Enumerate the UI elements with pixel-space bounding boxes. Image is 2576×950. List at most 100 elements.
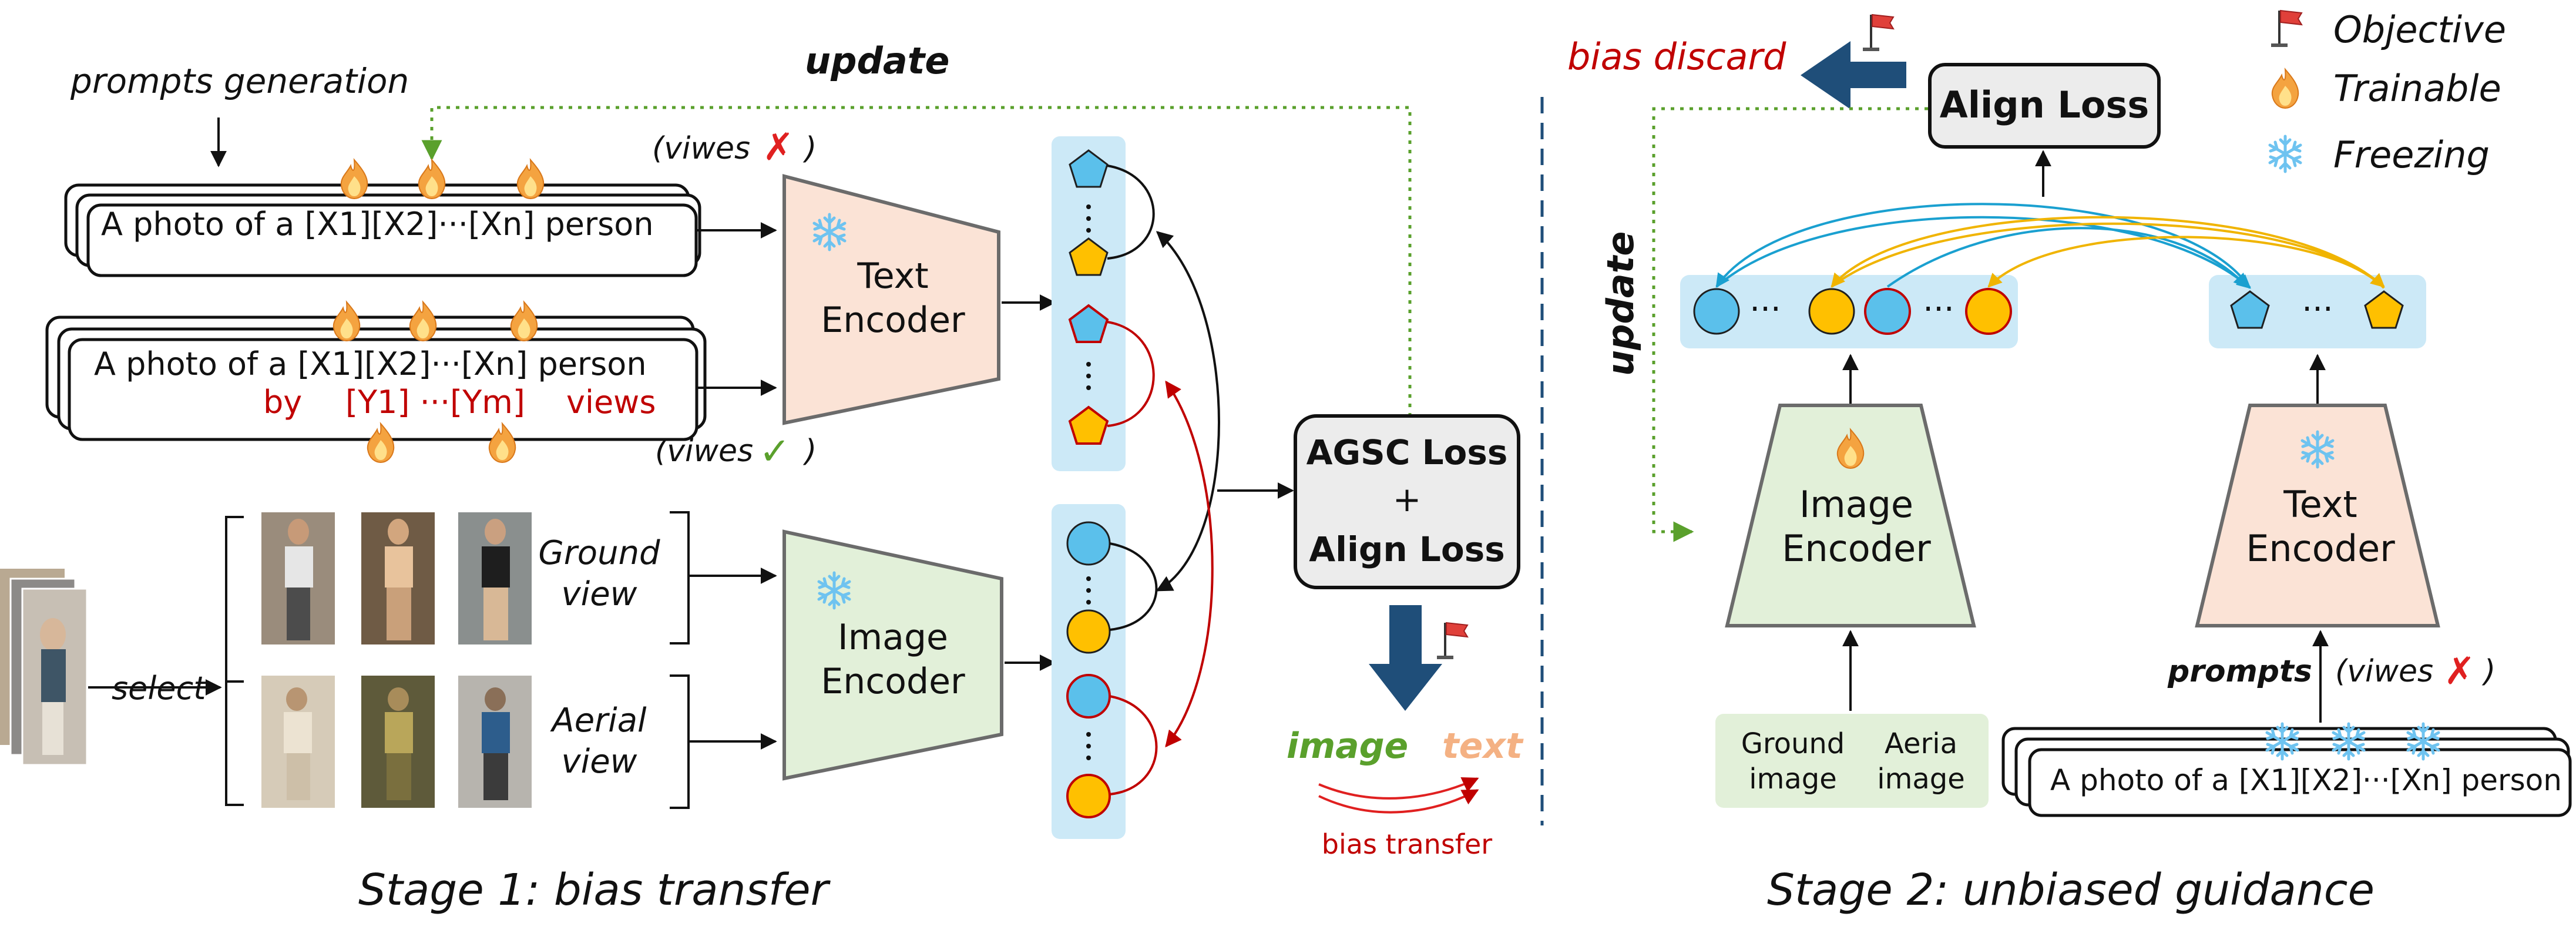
legend-trainable: Trainable [2333,67,2501,110]
stage2-views-no-label: (viwes [2335,654,2433,689]
image-token-bar [1052,504,1126,839]
align-link-cyan [1715,216,2251,289]
views-yes-mark: ✓ [759,430,791,474]
vertical-ellipsis [1086,576,1091,605]
stage2-image-encoder [1725,404,1976,627]
text-word: text [1442,726,1524,767]
views-yes-label: (viwes [655,434,753,469]
align-link-gold [1831,216,2385,289]
stage2-views-no-mark: ✗ [2444,650,2476,693]
prompt2-line1: A photo of a [X1][X2]···[Xn] person [94,345,647,382]
freezing-snowflake-icon [2270,136,2300,172]
stage2-text-token-bar [2209,275,2426,348]
trainable-flame-icon [2271,69,2299,109]
ground-view-image [458,512,532,644]
aerial-image-line2: image [1877,763,1965,795]
views-yes-close: ) [802,434,817,469]
prompts-generation-label: prompts generation [70,61,409,101]
stage2-prompt-text: A photo of a [X1][X2]···[Xn] person [2050,763,2562,797]
prompt2-by: by [263,384,302,421]
trainable-flame-icon [418,159,446,199]
stage2-update-path [1652,107,1928,542]
align-link-gold [1987,236,2385,289]
stage2-image-encoder-line1: Image [1799,483,1913,526]
stage2-image-input-box [1715,714,1989,808]
objective-flag-icon [1436,622,1469,660]
stage1-update-label: update [805,39,949,82]
cross-modal-arrow [1156,231,1220,592]
stage2-align-loss-label: Align Loss [1940,83,2150,126]
aerial-view-image [361,676,435,808]
vertical-ellipsis [1086,732,1091,760]
stage2-views-no-close: ) [2481,654,2496,689]
stage2-prompt-stack: A photo of a [X1][X2]···[Xn] person [2001,727,2572,817]
aerial-image-line1: Aeria [1885,727,1957,760]
align-link-cyan [1715,203,2251,289]
stage1-loss-line1: AGSC Loss [1307,432,1508,472]
image-word: image [1287,726,1408,767]
aerial-view-bracket [670,674,690,809]
image-feature-circle [1066,774,1111,818]
trainable-flame-icon [409,301,437,341]
legend-objective: Objective [2333,8,2506,51]
trainable-flame-icon [333,301,361,341]
stage2-image-feature-circle [1693,288,1740,335]
stage1-image-encoder-line2: Encoder [821,661,965,702]
stage2-image-feature-circle [1965,288,2012,335]
stage2-image-encoder-line2: Encoder [1782,527,1931,570]
bias-transfer-arrow [1318,789,1479,814]
bias-discard-label: bias discard [1567,35,1786,78]
stage1-loss-line3: Align Loss [1309,529,1505,569]
trainable-flame-icon [516,159,545,199]
objective-flag-icon [1862,14,1895,52]
stage1-image-encoder-line1: Image [838,617,948,658]
aerial-view-line2: view [562,743,637,781]
select-bracket [225,516,244,806]
vertical-ellipsis [1086,204,1091,233]
horizontal-ellipsis: ··· [1923,290,1954,328]
stage2-align-loss-box [1928,63,2161,149]
stage1-text-encoder-line2: Encoder [821,300,965,341]
ground-view-line1: Ground [538,534,660,572]
cross-modal-arrow [1165,380,1214,748]
objective-down-arrow [1369,605,1442,711]
stage2-text-encoder-line1: Text [2283,483,2357,526]
vertical-ellipsis [1086,362,1091,390]
text-token-bar [1052,136,1126,471]
image-feature-circle [1066,521,1111,566]
ground-image-line1: Ground [1741,727,1845,760]
trainable-flame-icon [340,159,368,199]
horizontal-ellipsis: ··· [1749,290,1781,328]
prompt2-stack: A photo of a [X1][X2]···[Xn] person by [… [45,315,707,441]
trainable-flame-icon [510,301,538,341]
text-feature-pentagon [1068,304,1109,343]
ground-view-line2: view [562,575,637,613]
legend-freezing: Freezing [2333,133,2490,176]
stage1-text-encoder-line1: Text [857,256,928,297]
prompt1-stack: A photo of a [X1][X2]···[Xn] person [64,183,701,277]
align-link-gold [1831,222,2385,288]
ground-view-image [261,512,335,644]
align-link-cyan [1886,227,2248,288]
objective-flag-icon [2270,9,2303,48]
ground-view-bracket [670,511,690,644]
image-feature-circle [1066,674,1111,719]
stage1-title: Stage 1: bias transfer [358,865,831,915]
horizontal-ellipsis: ··· [2302,290,2333,328]
text-pair-link [1107,321,1155,427]
stage2-prompts-label: prompts [2167,654,2312,689]
image-pair-link [1109,695,1158,795]
prompt1-text: A photo of a [X1][X2]···[Xn] person [101,206,654,243]
bias-transfer-label: bias transfer [1322,828,1493,860]
text-feature-pentagon [1068,405,1109,445]
views-no-close: ) [802,131,817,166]
image-feature-circle [1066,609,1111,654]
stage2-image-feature-circle [1808,288,1855,335]
stage1-loss-line2: + [1393,479,1422,519]
aerial-view-image [261,676,335,808]
stage2-image-feature-circle [1864,288,1911,335]
bias-discard-arrow [1801,41,1906,109]
stage2-text-encoder [2195,404,2440,627]
